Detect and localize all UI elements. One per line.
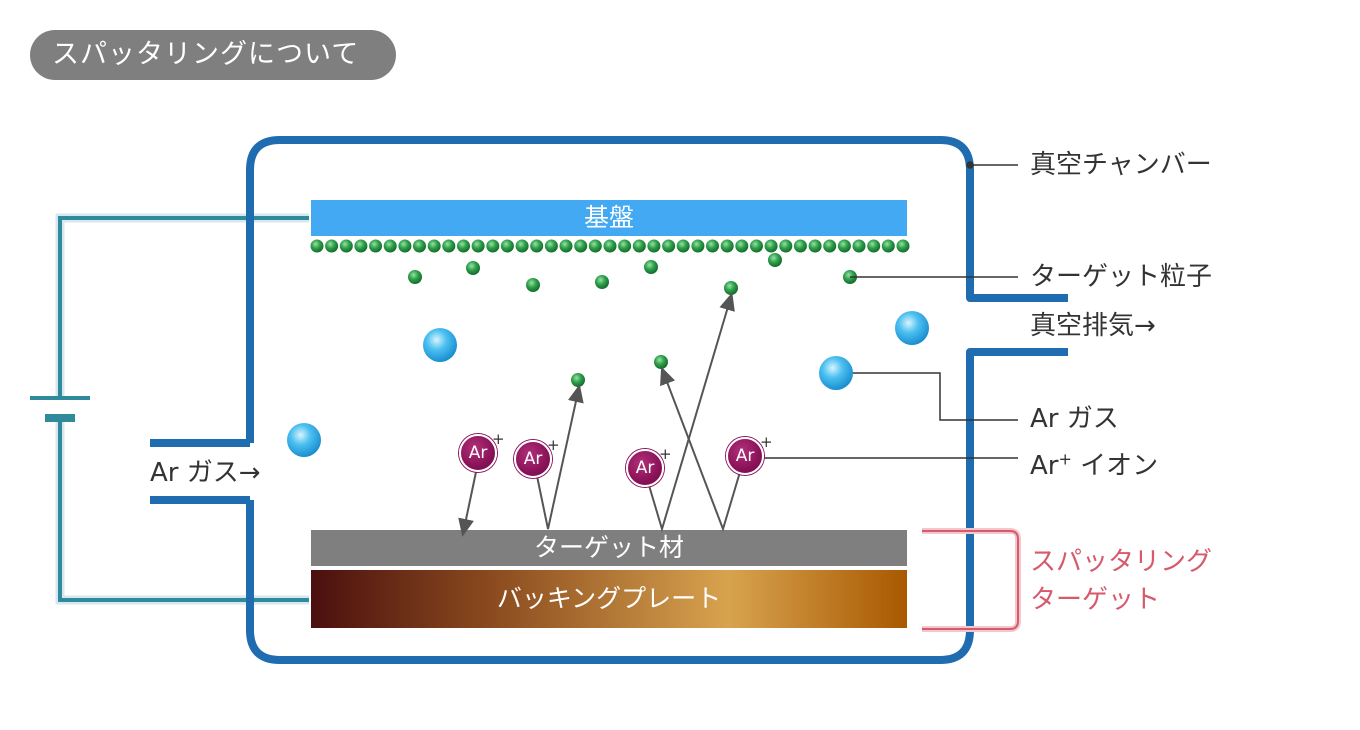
deposited-particle [486, 239, 500, 253]
deposited-particle [691, 239, 705, 253]
deposited-particle [457, 239, 470, 253]
power-circuit [30, 213, 310, 605]
deposited-particle [867, 239, 881, 253]
deposited-particle [413, 239, 426, 253]
deposited-particle [808, 239, 822, 253]
deposited-particle [632, 239, 646, 253]
ar-gas-atom [819, 356, 853, 390]
ar-ion-label: Ar+ イオン [1030, 449, 1159, 481]
deposited-particle [310, 239, 324, 253]
deposited-particle [735, 239, 749, 253]
deposited-particle [471, 239, 485, 253]
target-particle [768, 253, 782, 267]
free-particles [408, 253, 857, 387]
ion-impact-arrow [458, 471, 477, 537]
deposited-particle [706, 239, 719, 253]
sputter-arrow [660, 366, 741, 533]
ar-ion: Ar [459, 434, 497, 472]
ar-ion: Ar [626, 449, 664, 487]
sputter-arrow [536, 384, 584, 530]
deposited-particle [764, 239, 778, 253]
deposited-particle [383, 239, 397, 253]
ar-ion: Ar [726, 437, 764, 475]
deposited-particle [823, 239, 837, 253]
ion-charge: + [492, 430, 505, 448]
target-material-bar [309, 528, 909, 568]
page-title: スパッタリングについて [30, 30, 396, 80]
deposited-particle [647, 239, 661, 253]
deposited-particle [896, 239, 910, 253]
deposited-particle [515, 239, 529, 253]
target-particle [408, 270, 422, 284]
deposited-particle [588, 239, 602, 253]
sputter-arrow [647, 292, 735, 533]
ar-gas-label: Ar ガス [1030, 404, 1119, 434]
deposited-particle [354, 239, 368, 253]
target-material-label: ターゲット材 [533, 533, 684, 562]
deposited-particle [442, 239, 456, 253]
target-particle [724, 281, 738, 295]
ion-charge: + [760, 433, 773, 451]
deposited-particle [676, 239, 690, 253]
target-particles-label: ターゲット粒子 [1030, 262, 1213, 292]
sputtering-target-label-line2: ターゲット [1030, 585, 1161, 615]
deposited-particle [544, 239, 558, 253]
vacuum-chamber-label: 真空チャンバー [1030, 150, 1212, 180]
deposited-particle [574, 239, 588, 253]
deposited-particle [881, 239, 895, 253]
sputtering-target-label-line1: スパッタリング [1030, 547, 1213, 577]
target-particle [654, 355, 668, 369]
deposited-particle [779, 239, 793, 253]
target-particle [644, 260, 658, 274]
deposited-particle [750, 239, 763, 253]
deposited-particle [662, 239, 676, 253]
deposited-particle [720, 239, 734, 253]
target-particle [571, 373, 585, 387]
target-particle [526, 278, 540, 292]
deposited-particle [603, 239, 617, 253]
vacuum-exhaust-label: 真空排気→ [1030, 311, 1156, 341]
deposited-particle [398, 239, 412, 253]
backing-plate-bar [309, 568, 909, 630]
deposited-particle [427, 239, 441, 253]
deposited-particle [500, 239, 514, 253]
deposited-particle [369, 239, 383, 253]
deposited-particle [559, 239, 573, 253]
ar-gas-atom [423, 328, 457, 362]
sputtering-target-bracket [922, 530, 1019, 630]
target-particle [595, 275, 609, 289]
deposited-particle [325, 239, 339, 253]
target-particle [466, 261, 480, 275]
deposited-particle [837, 239, 851, 253]
deposited-particles [310, 239, 910, 253]
deposited-particle [339, 239, 353, 253]
ion-charge: + [547, 436, 560, 454]
trajectory-arrows [458, 292, 741, 537]
substrate-bar [309, 198, 909, 238]
ar-ion: Ar [514, 440, 552, 478]
deposited-particle [530, 239, 544, 253]
ar-gas-atom [895, 311, 929, 345]
ion-charge: + [659, 445, 672, 463]
ar-gas-atoms [287, 311, 929, 457]
ar-gas-atom [287, 423, 321, 457]
backing-plate-label: バッキングプレート [496, 584, 722, 613]
ar-gas-inlet-label: Ar ガス→ [150, 458, 261, 488]
substrate-label: 基盤 [583, 203, 634, 232]
leader-lines [760, 161, 1018, 459]
deposited-particle [793, 239, 807, 253]
deposited-particle [618, 239, 632, 253]
deposited-particle [852, 239, 866, 253]
